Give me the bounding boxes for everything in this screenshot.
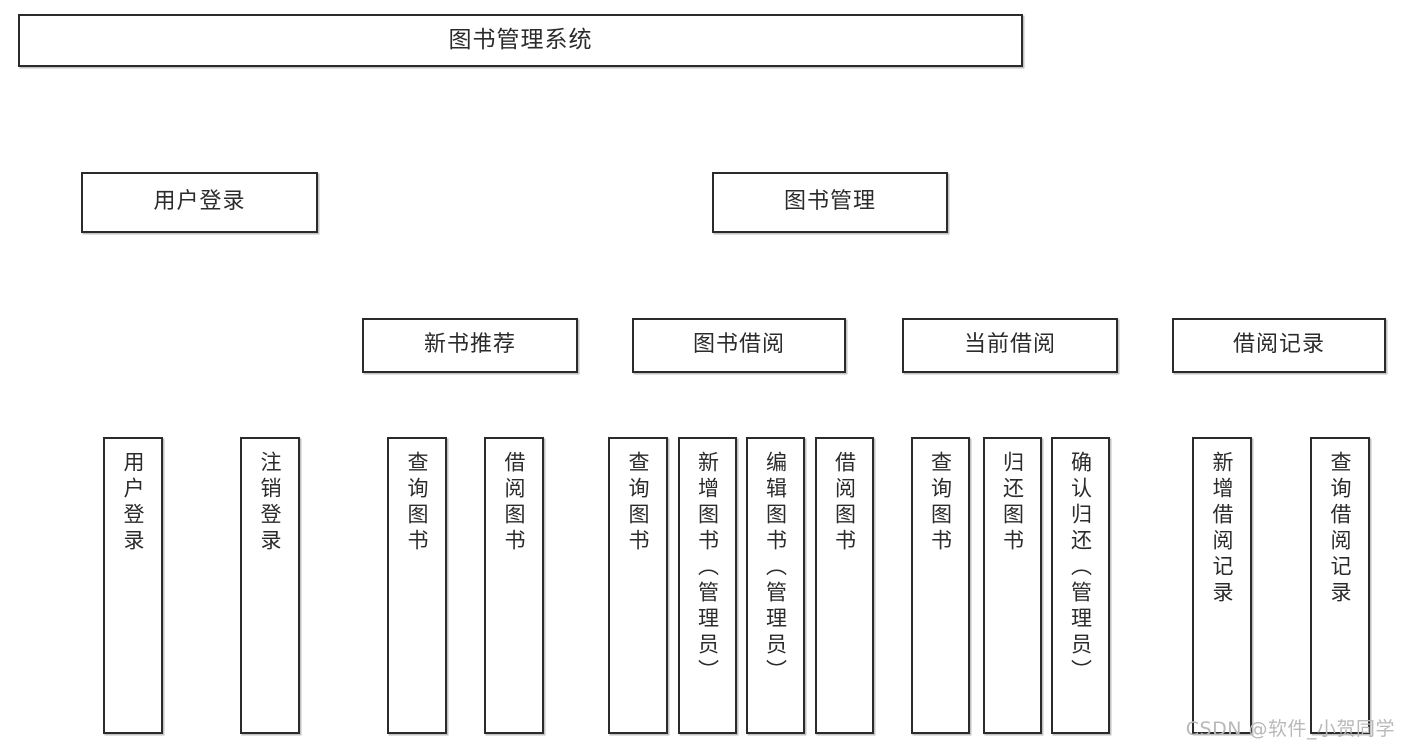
- watermark: CSDN @软件_小贺同学: [1185, 718, 1395, 740]
- node-leaf-borrow-book-2[interactable]: 借阅图书: [815, 437, 874, 734]
- node-borrow-record-label: 借阅记录: [1232, 332, 1325, 358]
- node-leaf-add-record[interactable]: 新增借阅记录: [1192, 437, 1252, 734]
- node-leaf-add-book[interactable]: 新增图书（管理员）: [678, 437, 737, 734]
- node-leaf-query-book-3-label: 查询图书: [928, 451, 953, 555]
- node-leaf-query-book-3[interactable]: 查询图书: [911, 437, 970, 734]
- node-book-borrow-label: 图书借阅: [692, 332, 785, 358]
- node-leaf-add-record-label: 新增借阅记录: [1210, 451, 1235, 607]
- node-leaf-query-record-label: 查询借阅记录: [1328, 451, 1353, 607]
- node-leaf-borrow-book-2-label: 借阅图书: [832, 451, 857, 555]
- node-current-borrow[interactable]: 当前借阅: [902, 318, 1118, 373]
- node-leaf-query-book-2-label: 查询图书: [626, 451, 651, 555]
- node-book-borrow[interactable]: 图书借阅: [632, 318, 846, 373]
- node-user-login[interactable]: 用户登录: [81, 172, 318, 233]
- node-leaf-query-record[interactable]: 查询借阅记录: [1310, 437, 1370, 734]
- node-leaf-confirm-return[interactable]: 确认归还（管理员）: [1051, 437, 1110, 734]
- node-new-book-rec-label: 新书推荐: [423, 332, 516, 358]
- node-root-label: 图书管理系统: [448, 26, 593, 53]
- node-leaf-query-book-1[interactable]: 查询图书: [387, 437, 447, 734]
- node-leaf-confirm-return-label: 确认归还（管理员）: [1068, 451, 1093, 685]
- node-leaf-add-book-label: 新增图书（管理员）: [695, 451, 720, 685]
- node-leaf-user-login[interactable]: 用户登录: [103, 437, 163, 734]
- node-leaf-user-login-label: 用户登录: [121, 451, 146, 555]
- node-current-borrow-label: 当前借阅: [963, 332, 1056, 358]
- node-leaf-return-book[interactable]: 归还图书: [983, 437, 1042, 734]
- node-root[interactable]: 图书管理系统: [18, 14, 1023, 67]
- node-leaf-edit-book-label: 编辑图书（管理员）: [763, 451, 788, 685]
- node-user-login-label: 用户登录: [153, 189, 246, 215]
- node-leaf-return-book-label: 归还图书: [1000, 451, 1025, 555]
- node-new-book-rec[interactable]: 新书推荐: [362, 318, 578, 373]
- node-leaf-logout-label: 注销登录: [258, 451, 283, 555]
- node-leaf-query-book-1-label: 查询图书: [405, 451, 430, 555]
- node-leaf-borrow-book-1-label: 借阅图书: [502, 451, 527, 555]
- node-book-manage[interactable]: 图书管理: [712, 172, 948, 233]
- node-borrow-record[interactable]: 借阅记录: [1172, 318, 1386, 373]
- node-leaf-borrow-book-1[interactable]: 借阅图书: [484, 437, 544, 734]
- node-leaf-logout[interactable]: 注销登录: [240, 437, 300, 734]
- node-leaf-query-book-2[interactable]: 查询图书: [608, 437, 668, 734]
- node-book-manage-label: 图书管理: [783, 189, 876, 215]
- node-leaf-edit-book[interactable]: 编辑图书（管理员）: [746, 437, 805, 734]
